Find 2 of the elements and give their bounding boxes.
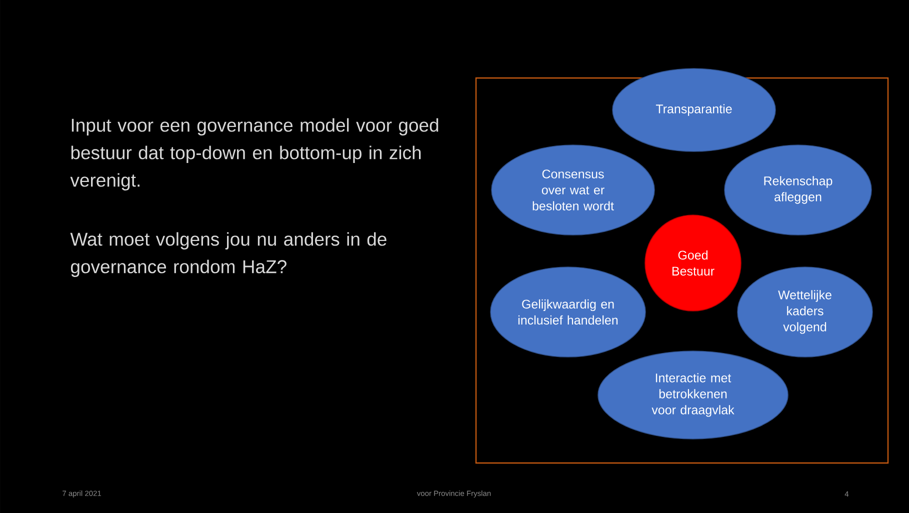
paragraph: Input voor een governance model voor goed bestuur dat top-down en bottom-up in zich verenigt. <box>70 118 438 190</box>
paragraph: Wat moet volgens jou nu anders in de governance rondom HaZ? <box>70 232 386 277</box>
